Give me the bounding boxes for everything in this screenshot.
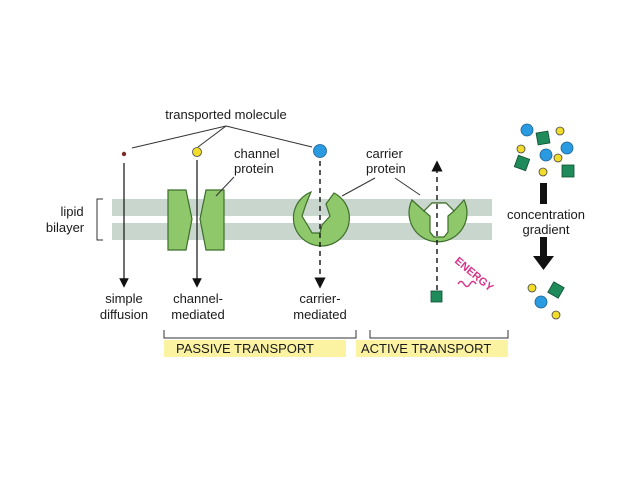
teal-molecule xyxy=(430,290,443,303)
gradient-label: gradient xyxy=(523,222,570,237)
blue-molecule xyxy=(313,144,327,158)
active-bracket xyxy=(369,330,509,339)
carrier-protein-label: protein xyxy=(366,161,406,176)
energy-indicator: ENERGY xyxy=(452,255,496,294)
passive-transport-label: PASSIVE TRANSPORT xyxy=(176,341,314,356)
bilayer-label: bilayer xyxy=(46,220,85,235)
channel-leader-line xyxy=(215,176,235,197)
channel-protein xyxy=(167,189,225,251)
gradient-arrow xyxy=(533,183,554,270)
low-concentration-cluster xyxy=(527,281,565,320)
carrier-protein-active xyxy=(408,198,468,243)
channel-protein-label: protein xyxy=(234,161,274,176)
transported-molecule-label: transported molecule xyxy=(165,107,286,122)
small-molecule-dot xyxy=(121,151,127,157)
passive-banner xyxy=(164,340,346,357)
active-transport-label: ACTIVE TRANSPORT xyxy=(361,341,491,356)
lipid-label: lipid xyxy=(60,204,83,219)
yellow-molecule xyxy=(192,147,202,157)
high-concentration-cluster xyxy=(513,123,575,178)
simple-label: simple xyxy=(105,291,143,306)
energy-label: ENERGY xyxy=(452,255,496,294)
channel-label: channel xyxy=(234,146,280,161)
diffusion-label: diffusion xyxy=(100,307,148,322)
bilayer-bracket xyxy=(96,198,103,241)
transported-molecule-leaders xyxy=(131,125,313,149)
carrier-mediated-label-1: carrier- xyxy=(299,291,340,306)
channel-mediated-label-2: mediated xyxy=(171,307,224,322)
passive-bracket xyxy=(163,330,357,339)
channel-mediated-label-1: channel- xyxy=(173,291,223,306)
carrier-protein-passive xyxy=(292,190,350,247)
carrier-label: carrier xyxy=(366,146,404,161)
active-banner xyxy=(356,340,508,357)
carrier-mediated-label-2: mediated xyxy=(293,307,346,322)
carrier-leader-lines xyxy=(341,177,421,197)
concentration-label: concentration xyxy=(507,207,585,222)
